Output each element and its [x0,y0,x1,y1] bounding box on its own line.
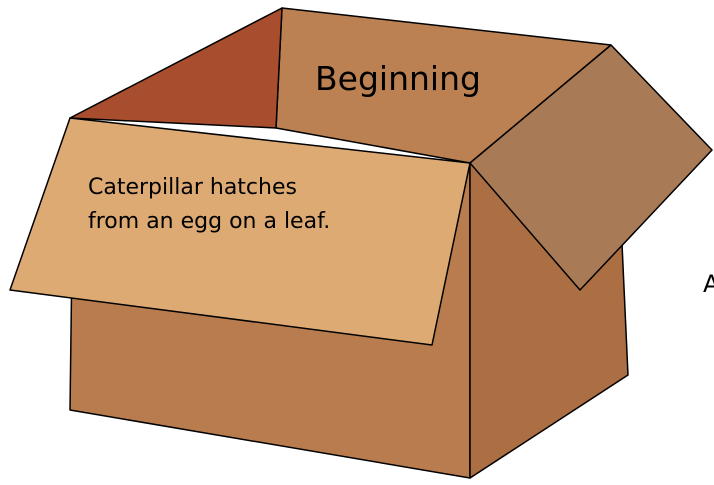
box-front-flap [9,117,471,346]
description-line-1: Caterpillar hatches [88,175,297,200]
edge-text-fragment: A [703,270,714,298]
box-inner-left-wall [69,7,283,129]
description-line-2: from an egg on a leaf. [88,209,330,234]
box-right-flap [469,44,713,291]
diagram-title: Beginning [315,59,481,98]
